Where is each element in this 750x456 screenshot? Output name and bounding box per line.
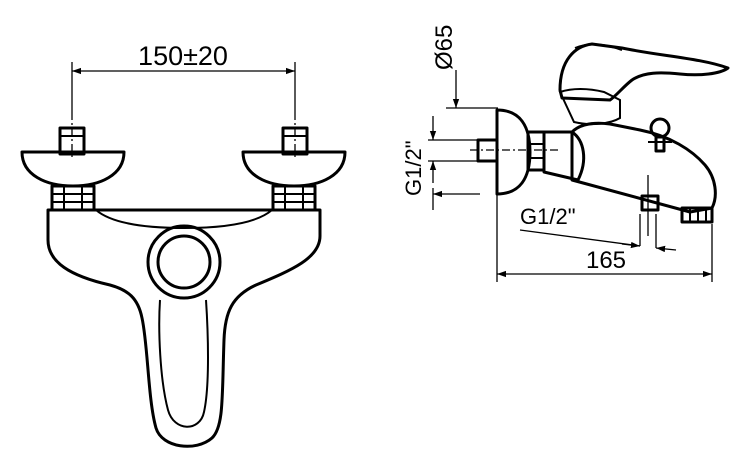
side-body bbox=[570, 121, 717, 214]
inlet-thread-label: G1/2" bbox=[401, 140, 426, 196]
side-view: Ø65 G1/2" bbox=[401, 25, 730, 282]
side-escutcheon bbox=[495, 108, 532, 196]
outlet-thread-leader bbox=[519, 229, 641, 247]
side-connector bbox=[542, 130, 586, 182]
lever-top-contour bbox=[574, 43, 623, 51]
front-width-label: 150±20 bbox=[138, 41, 228, 71]
cartridge-housing bbox=[558, 88, 621, 126]
mixer-body bbox=[46, 208, 322, 448]
outlet-thread-label: G1/2" bbox=[520, 204, 576, 229]
body-upper-contour bbox=[95, 209, 273, 230]
lever-inner-contour bbox=[158, 299, 209, 428]
spout-outlet bbox=[680, 206, 714, 224]
diverter-knob bbox=[648, 117, 672, 153]
outlet-thread-arrow-right bbox=[655, 245, 677, 253]
right-escutcheon bbox=[241, 150, 347, 188]
diameter-label: Ø65 bbox=[431, 25, 458, 70]
right-hex-nut bbox=[271, 184, 317, 212]
outlet-thread-arrow-left bbox=[621, 241, 641, 249]
left-escutcheon bbox=[20, 150, 126, 188]
side-lever bbox=[558, 42, 730, 102]
length-label: 165 bbox=[586, 247, 626, 274]
handle-outer-ring bbox=[146, 224, 222, 300]
shower-outlet-nipple bbox=[640, 194, 660, 212]
handle-inner-ring bbox=[156, 234, 212, 290]
front-view: 150±20 bbox=[20, 41, 347, 448]
left-hex-nut bbox=[50, 184, 96, 212]
